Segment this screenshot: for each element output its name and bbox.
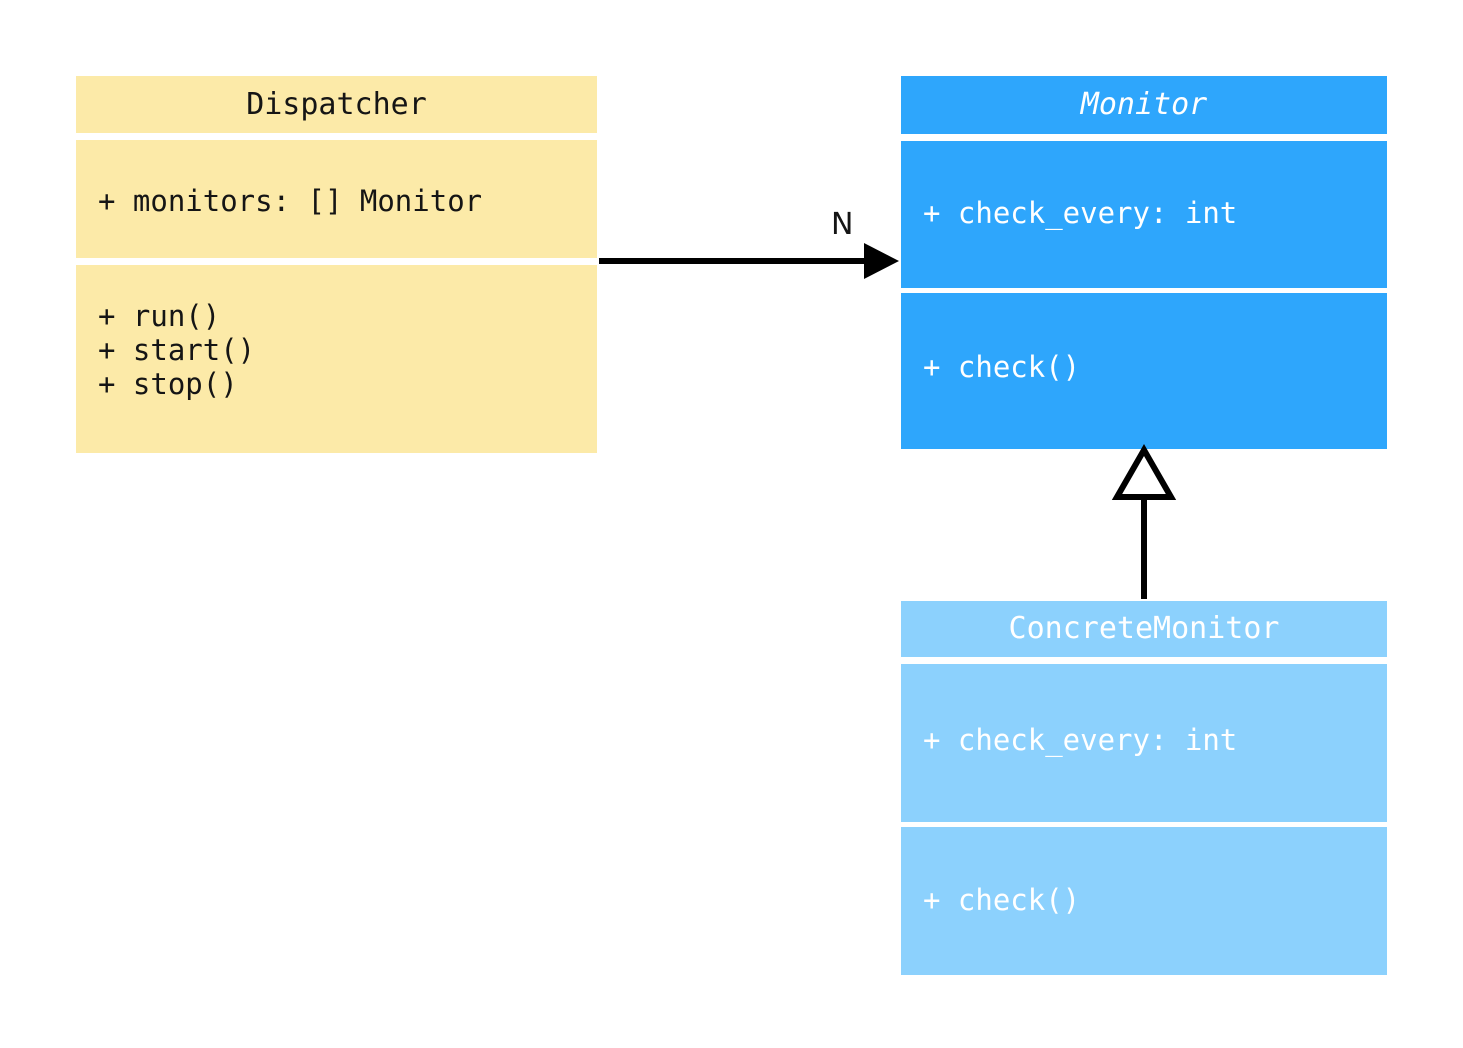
compartment-divider xyxy=(901,657,1387,664)
operations-compartment-monitor: + check() xyxy=(901,293,1387,449)
attribute-row: + monitors: [] Monitor xyxy=(98,184,483,218)
class-title-dispatcher: Dispatcher xyxy=(76,76,597,133)
class-box-monitor[interactable]: Monitor + check_every: int + check() xyxy=(901,76,1387,449)
class-title-monitor: Monitor xyxy=(901,76,1387,134)
attributes-compartment-concretemonitor: + check_every: int xyxy=(901,664,1387,822)
operation-row: + run() xyxy=(98,299,221,333)
attributes-compartment-monitor: + check_every: int xyxy=(901,141,1387,288)
operation-row: + check() xyxy=(923,350,1081,384)
attributes-compartment-dispatcher: + monitors: [] Monitor xyxy=(76,140,597,258)
class-title-concretemonitor: ConcreteMonitor xyxy=(901,601,1387,657)
operation-row: + check() xyxy=(923,883,1081,917)
operation-row: + stop() xyxy=(98,367,238,402)
hollow-triangle-arrowhead-icon xyxy=(1111,443,1177,500)
operation-row: + start() xyxy=(98,333,256,368)
compartment-divider xyxy=(901,288,1387,293)
compartment-divider xyxy=(76,258,597,265)
operations-compartment-dispatcher: + run() + start() + stop() xyxy=(76,265,597,453)
class-box-concretemonitor[interactable]: ConcreteMonitor + check_every: int + che… xyxy=(901,601,1387,975)
compartment-divider xyxy=(901,822,1387,827)
association-multiplicity-label: N xyxy=(831,207,854,242)
attribute-row: + check_every: int xyxy=(923,196,1238,230)
solid-arrowhead-icon xyxy=(864,243,899,279)
attribute-row: + check_every: int xyxy=(923,723,1238,757)
association-dispatcher-to-monitor xyxy=(599,243,899,279)
operations-compartment-concretemonitor: + check() xyxy=(901,827,1387,975)
compartment-divider xyxy=(901,134,1387,141)
generalization-concretemonitor-to-monitor xyxy=(1111,443,1177,599)
compartment-divider xyxy=(76,133,597,140)
class-box-dispatcher[interactable]: Dispatcher + monitors: [] Monitor + run(… xyxy=(76,76,597,453)
